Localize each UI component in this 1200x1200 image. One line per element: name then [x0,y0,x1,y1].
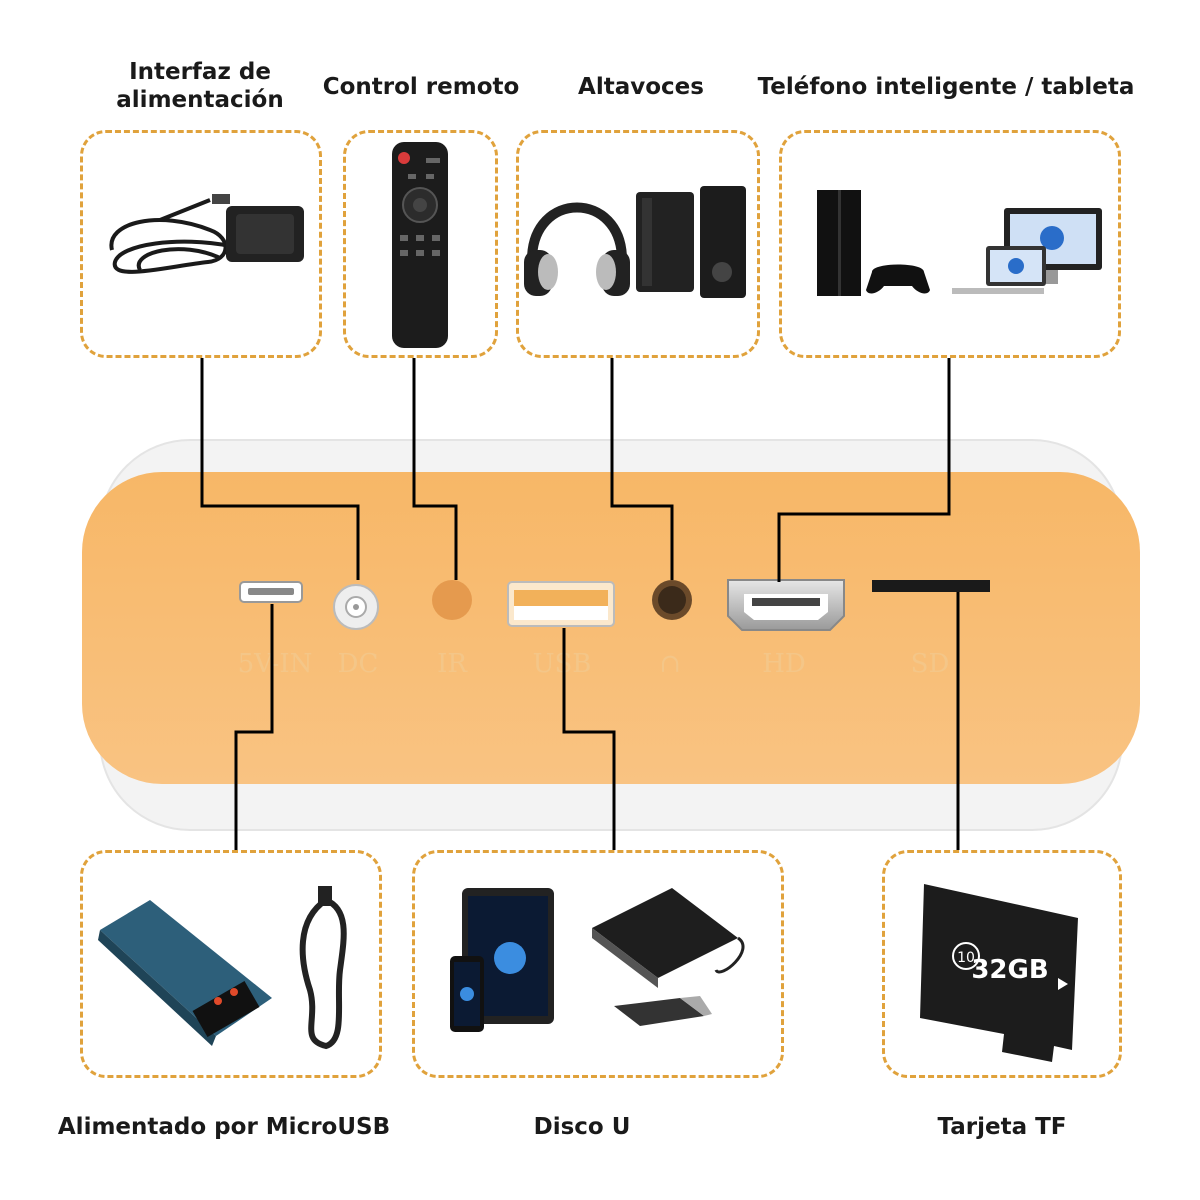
tablet-phone-icon [450,888,554,1032]
usb-stick-icon [614,996,712,1026]
label-microusb-power: Alimentado por MicroUSB [57,1114,391,1140]
port-label-usb: USB [533,649,592,679]
port-usb-icon [507,581,615,627]
power-bank-icon [98,900,272,1046]
speakers-icon [636,186,746,298]
port-dc-icon [333,584,379,630]
sd-card-class: 10 [957,950,975,966]
port-label-audio: ∩ [659,649,681,679]
port-label-5v-in: 5V-IN [238,649,313,679]
label-tf-card: Tarjeta TF [937,1114,1067,1140]
headphones-icon [524,202,630,296]
console-icon [817,190,930,296]
usb-cable-icon [299,886,347,1050]
port-label-hd: HD [762,649,806,679]
port-ir-icon [432,580,472,620]
port-sd-icon [872,580,990,592]
projector-body [82,439,1140,831]
port-micro-usb-icon [239,581,303,603]
label-power-interface: Interfaz de alimentación [116,59,284,113]
label-speakers: Altavoces [578,74,704,100]
remote-control-icon [392,142,448,348]
sd-card-icon: 10 32GB [920,884,1078,1062]
port-hdmi-icon [727,579,845,631]
label-u-disk: Disco U [533,1114,631,1140]
port-audio-icon [652,580,692,620]
power-adapter-icon [109,194,304,274]
port-label-ir: IR [437,649,468,679]
port-label-dc: DC [338,649,379,679]
label-remote-control: Control remoto [322,74,520,100]
label-smartphone-tablet: Teléfono inteligente / tableta [757,74,1135,100]
connector-lines [200,358,960,850]
sd-card-capacity: 32GB [971,955,1048,985]
computers-icon [952,208,1102,294]
port-label-sd: SD [911,649,950,679]
external-hdd-icon [592,888,745,988]
